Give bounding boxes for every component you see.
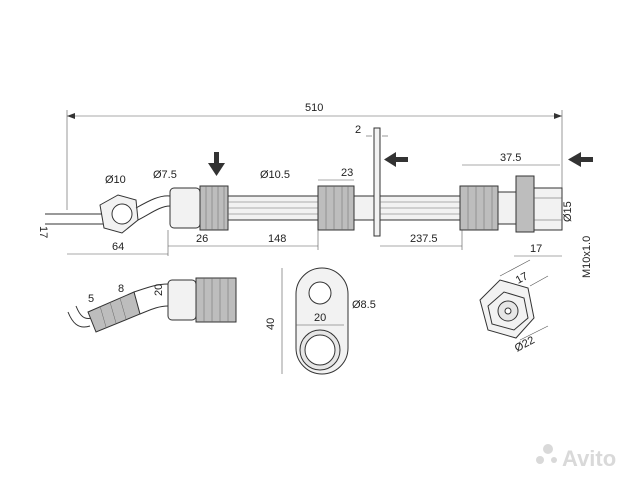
bracket-spacing-label: 20 <box>314 312 326 324</box>
flange-thickness-label: 2 <box>355 124 361 136</box>
bend-8-label: 8 <box>118 283 124 295</box>
hex-end-view: 17 Ø22 <box>479 259 549 355</box>
left-ferrule-label: 26 <box>196 233 208 245</box>
bracket-detail: 40 20 Ø8.5 <box>265 267 376 375</box>
flange: 2 <box>355 124 388 237</box>
overall-dimension: 510 <box>66 102 563 210</box>
watermark-text: Avito <box>562 446 616 471</box>
bent-end-detail: 5 8 20 <box>67 277 237 333</box>
lower-dimensions: 64 26 148 237.5 17 M10x1.0 <box>67 230 593 278</box>
thread-label: M10x1.0 <box>581 236 593 278</box>
ferrule-length-label: 23 <box>341 167 353 179</box>
overall-length-label: 510 <box>305 102 323 114</box>
end-fitting-length-label: 37.5 <box>500 152 521 164</box>
arrow-flange <box>384 152 408 167</box>
nut-diameter-label: Ø10 <box>105 174 126 186</box>
right-length-label: 237.5 <box>410 233 438 245</box>
arrow-end <box>568 152 593 167</box>
pipe-diameter-label: Ø7.5 <box>153 169 177 181</box>
upper-dimensions: Ø10 Ø7.5 Ø10.5 23 37.5 17 Ø15 <box>37 152 574 238</box>
nut-width-label: 17 <box>37 226 49 238</box>
hose-diameter-label: Ø10.5 <box>260 169 290 181</box>
fitting-diameter-label: Ø15 <box>562 201 574 222</box>
middle-length-label: 148 <box>268 233 286 245</box>
watermark: Avito <box>536 444 616 471</box>
left-offset-label: 64 <box>112 241 124 253</box>
bend-20-label: 20 <box>153 284 165 296</box>
bracket-height-label: 40 <box>265 318 277 330</box>
arrow-top-left <box>208 152 225 176</box>
hex-size-label: 17 <box>514 270 530 286</box>
end-nut-label: 17 <box>530 243 542 255</box>
bend-5-label: 5 <box>88 293 94 305</box>
hose-body <box>45 175 563 234</box>
bracket-hole-label: Ø8.5 <box>352 299 376 311</box>
